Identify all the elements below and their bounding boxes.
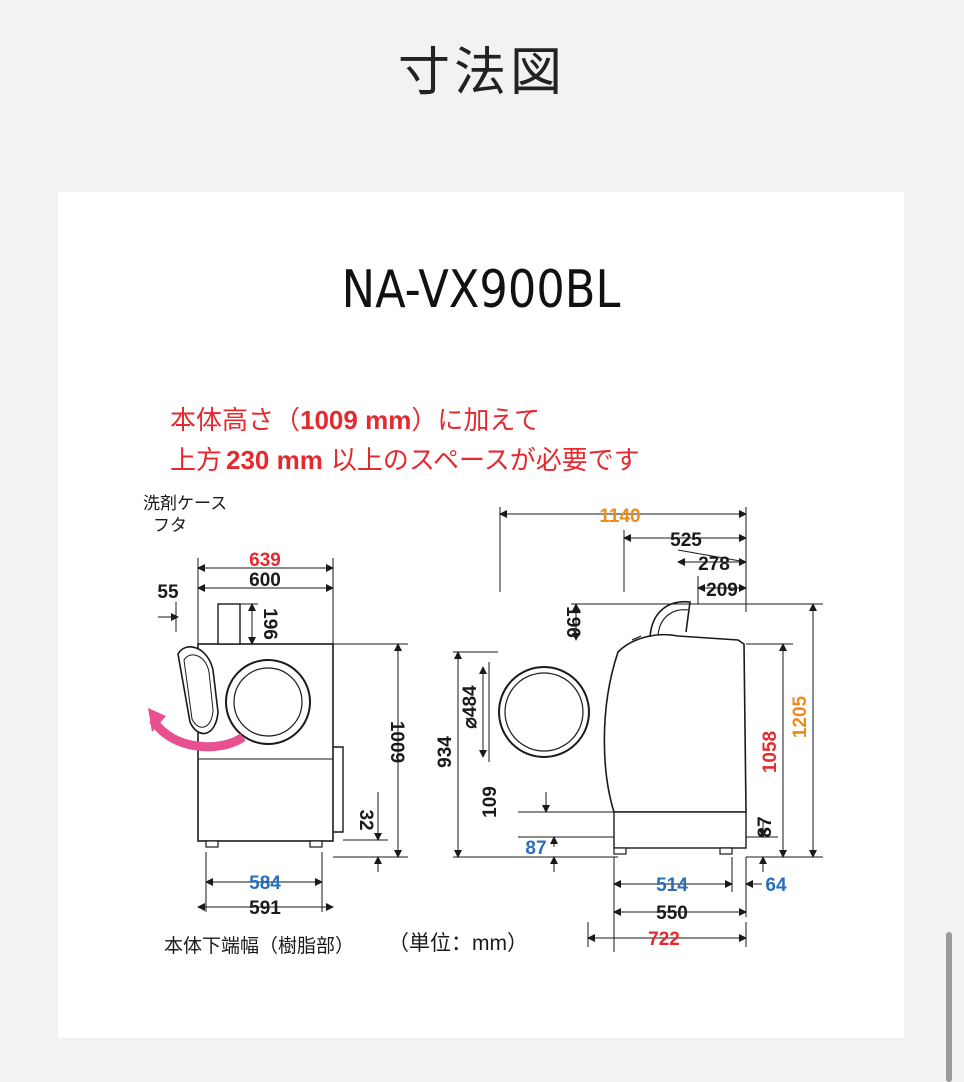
model-name: NA-VX900BL	[341, 260, 621, 320]
side-view	[498, 600, 747, 855]
dim-209: 209	[706, 580, 738, 601]
dim-196-front: 196	[259, 608, 280, 640]
dim-87-left: 87	[525, 838, 546, 859]
dim-1009: 1009	[386, 721, 407, 763]
dim-584: 584	[249, 873, 281, 894]
dim-514: 514	[656, 875, 688, 896]
label-detergent-case: 洗剤ケース	[143, 494, 227, 513]
side-door-ring	[498, 666, 590, 758]
dim-diameter-484: ⌀484	[460, 685, 481, 729]
front-dimensions	[158, 558, 408, 912]
front-view	[148, 603, 344, 848]
dim-64: 64	[765, 875, 787, 896]
detergent-lid	[217, 603, 241, 645]
dim-639: 639	[249, 550, 281, 571]
dim-591: 591	[249, 898, 281, 919]
dim-196-side: 196	[562, 606, 583, 638]
door-swing-arrow	[149, 717, 246, 752]
dim-55: 55	[157, 582, 179, 603]
dim-1205: 1205	[790, 695, 811, 738]
label-lid: フタ	[153, 516, 187, 535]
dim-87-right: 87	[755, 816, 776, 837]
dim-550: 550	[656, 903, 688, 924]
dim-934: 934	[435, 736, 456, 768]
page-title: 寸法図	[397, 43, 566, 103]
footnote-unit: （単位：mm）	[388, 932, 528, 955]
side-dimensions	[453, 507, 823, 952]
front-labels: 洗剤ケース フタ 639 600 55 196 1009 32 584 591	[143, 494, 407, 919]
side-body	[603, 633, 747, 813]
dim-600: 600	[249, 570, 281, 591]
dim-722: 722	[648, 929, 680, 950]
dim-525: 525	[670, 530, 702, 551]
dim-32: 32	[355, 809, 376, 830]
dim-109: 109	[480, 786, 501, 818]
dim-1140: 1140	[599, 506, 640, 527]
scrollbar[interactable]	[946, 932, 952, 1082]
footnote-bottom-width: 本体下端幅（樹脂部）	[164, 935, 354, 957]
dim-278: 278	[698, 554, 730, 575]
front-door-ring	[225, 659, 311, 745]
notice-line-1: 本体高さ（1009 mm）に加えて	[170, 405, 540, 435]
dim-1058: 1058	[760, 731, 781, 773]
side-labels: 1140 525 278 209 196 ⌀484 934 109 87 105…	[435, 506, 811, 950]
